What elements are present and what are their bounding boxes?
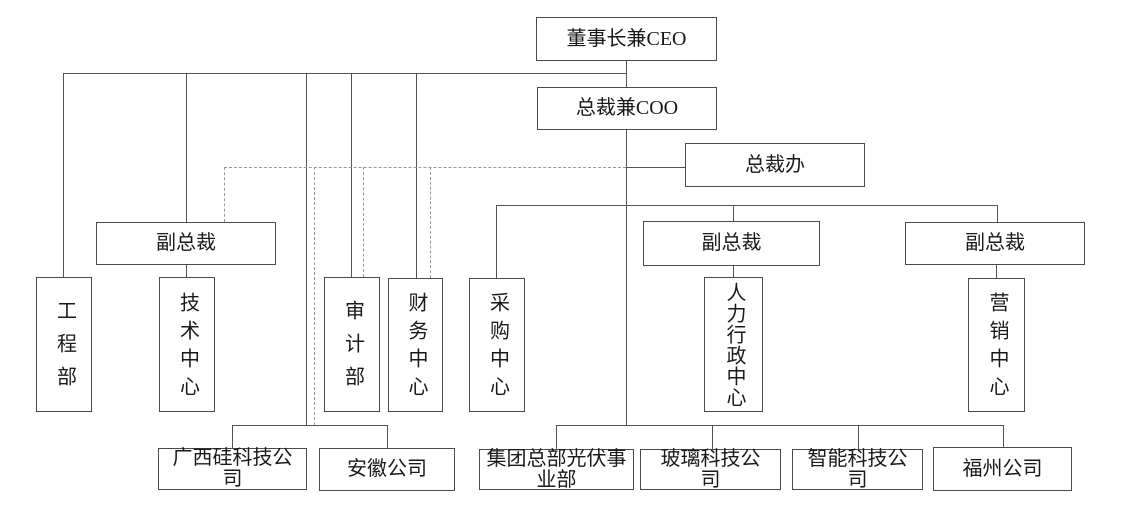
- connector-vp2-top: [733, 205, 734, 221]
- connector-vp3-top: [997, 205, 998, 222]
- org-node-label: 福州公司: [962, 457, 1043, 480]
- org-node-tech-center: 技术中心: [159, 277, 215, 412]
- org-node-label: 玻璃科技公司: [660, 447, 761, 491]
- org-node-label: 人力行政中心: [723, 281, 745, 408]
- dashed-connector-vp1: [224, 167, 225, 222]
- org-node-finance-center: 财务中心: [388, 278, 443, 412]
- dashed-connector-left-subsidiaries: [314, 167, 315, 425]
- org-node-label: 集团总部光伏事业部: [486, 447, 627, 491]
- dashed-connector-finance: [430, 167, 431, 278]
- org-node-label: 总裁办: [745, 153, 805, 176]
- connector-fuzhou: [1003, 425, 1004, 447]
- connector-smart: [858, 425, 859, 449]
- connector-group-pv: [556, 425, 557, 449]
- connector-engineering: [63, 73, 64, 277]
- org-node-vp2: 副总裁: [643, 221, 820, 266]
- dashed-connector-horizontal: [224, 167, 626, 168]
- connector-guangxi: [232, 425, 233, 448]
- connector-mid-bus: [496, 205, 997, 206]
- org-node-label: 安徽公司: [347, 458, 427, 480]
- org-node-president-office: 总裁办: [685, 143, 865, 187]
- org-node-fuzhou-company: 福州公司: [933, 447, 1072, 491]
- org-node-coo: 总裁兼COO: [537, 87, 717, 130]
- org-node-label: 副总裁: [701, 232, 762, 254]
- org-node-label: 智能科技公司: [807, 447, 908, 491]
- org-node-label: 财务中心: [405, 292, 427, 404]
- connector-left-bottom-bus: [232, 425, 387, 426]
- org-node-label: 总裁兼COO: [575, 97, 679, 119]
- org-node-glass-tech-company: 玻璃科技公司: [640, 447, 781, 491]
- org-node-smart-tech-company: 智能科技公司: [792, 447, 923, 491]
- dashed-connector-audit: [363, 167, 364, 277]
- org-node-vp1: 副总裁: [96, 222, 276, 265]
- connector-vp1-top: [186, 73, 187, 222]
- connector-vp3-bottom: [996, 265, 997, 278]
- org-node-label: 工程部: [53, 300, 76, 399]
- org-node-marketing-center: 营销中心: [968, 278, 1025, 412]
- org-node-audit-dept: 审计部: [324, 277, 380, 412]
- org-node-hr-admin-center: 人力行政中心: [704, 277, 763, 412]
- connector-vp1-bottom: [186, 265, 187, 277]
- org-node-anhui-company: 安徽公司: [319, 448, 455, 491]
- org-node-ceo: 董事长兼CEO: [536, 17, 717, 61]
- org-node-label: 董事长兼CEO: [566, 27, 687, 50]
- org-node-procurement-center: 采购中心: [469, 278, 525, 412]
- connector-right-bottom-bus: [556, 425, 1003, 426]
- org-node-label: 副总裁: [965, 232, 1025, 254]
- org-node-vp3: 副总裁: [905, 222, 1085, 265]
- org-node-engineering-dept: 工程部: [36, 277, 92, 412]
- org-node-guangxi-silicon: 广西硅科技公司: [158, 448, 307, 490]
- connector-main-vertical: [626, 130, 627, 425]
- connector-president-office: [626, 167, 685, 168]
- connector-procurement: [496, 205, 497, 278]
- connector-vp2-bottom: [733, 266, 734, 277]
- connector-top-bus: [63, 73, 627, 74]
- org-node-label: 营销中心: [986, 292, 1008, 404]
- connector-finance: [416, 73, 417, 278]
- org-node-label: 审计部: [341, 300, 364, 399]
- connector-left-subsidiaries: [306, 73, 307, 425]
- org-node-group-pv-division: 集团总部光伏事业部: [479, 447, 634, 491]
- connector-audit: [351, 73, 352, 277]
- org-node-label: 广西硅科技公司: [172, 447, 293, 490]
- org-node-label: 采购中心: [486, 292, 509, 404]
- org-node-label: 技术中心: [176, 291, 199, 404]
- connector-ceo-coo: [626, 61, 627, 87]
- connector-anhui: [387, 425, 388, 448]
- connector-glass: [712, 425, 713, 449]
- org-node-label: 副总裁: [156, 232, 216, 254]
